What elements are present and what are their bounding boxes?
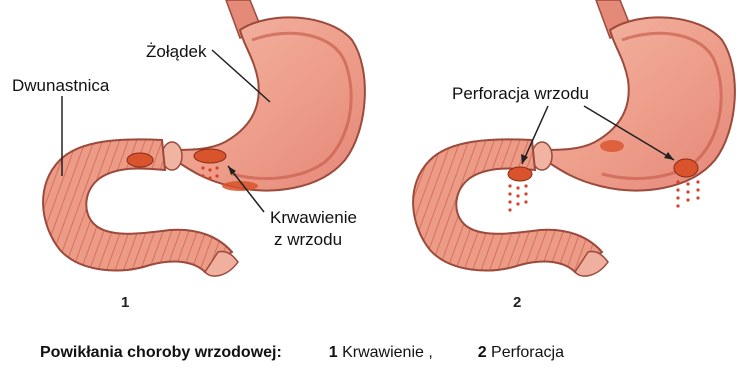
figure-caption: Powikłania choroby wrzodowej: 1 Krwawien… bbox=[40, 344, 564, 362]
duodenal-ulcer-1 bbox=[127, 153, 153, 167]
label-duodenum: Dwunastnica bbox=[12, 76, 109, 96]
label-bleeding-line1: Krwawienie bbox=[270, 208, 357, 228]
panel-number-1: 1 bbox=[121, 294, 129, 311]
caption-title: Powikłania choroby wrzodowej: bbox=[40, 344, 282, 361]
panel-2-perforation bbox=[413, 0, 735, 276]
caption-item2-text: Perforacja bbox=[491, 344, 564, 361]
caption-item1-number: 1 bbox=[329, 344, 338, 361]
leak-drops-duodenal bbox=[508, 184, 527, 211]
label-bleeding-line2: z wrzodu bbox=[274, 230, 342, 250]
label-perforation: Perforacja wrzodu bbox=[452, 84, 589, 104]
caption-item2-number: 2 bbox=[478, 344, 487, 361]
label-stomach: Żołądek bbox=[146, 42, 206, 62]
perforated-ulcer-duodenal bbox=[508, 167, 532, 181]
caption-item1-text: Krwawienie , bbox=[342, 344, 433, 361]
panel-number-2: 2 bbox=[513, 294, 521, 311]
perforated-ulcer-gastric bbox=[674, 159, 698, 177]
bleeding-ulcer bbox=[194, 149, 226, 163]
